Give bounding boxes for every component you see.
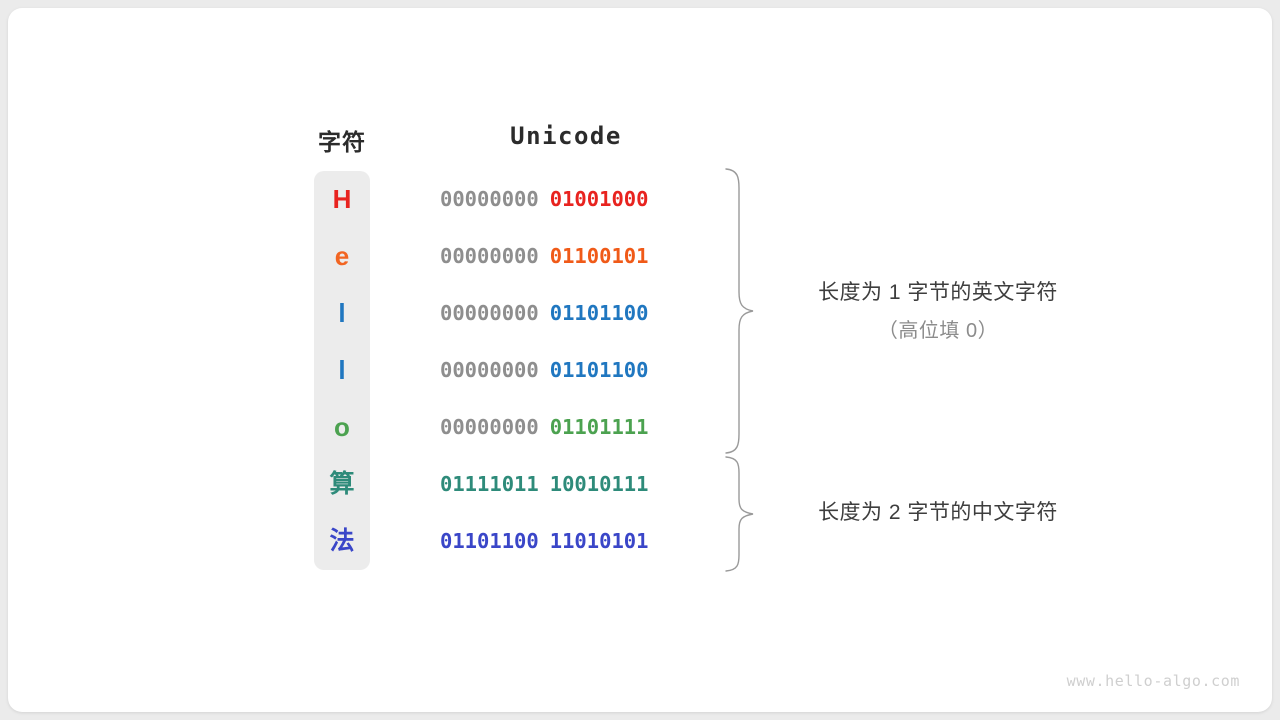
binary-low-byte: 01100101 <box>549 244 649 268</box>
binary-high-byte: 01101100 <box>440 529 539 553</box>
binary-high-byte: 00000000 <box>440 244 539 268</box>
annotation-one-byte-line1: 长度为 1 字节的英文字符 <box>818 281 1058 304</box>
annotation-one-byte: 长度为 1 字节的英文字符 （高位填 0） <box>776 276 1100 343</box>
binary-low-byte: 01001000 <box>549 187 649 211</box>
character-cell: o <box>334 412 350 442</box>
brace-one-byte-group <box>725 168 754 454</box>
column-header-character: 字符 <box>318 129 366 155</box>
binary-low-byte: 01101111 <box>549 415 649 439</box>
brace-two-byte-group <box>725 456 754 572</box>
character-cell: H <box>332 184 352 214</box>
character-cell: l <box>338 355 346 385</box>
binary-high-byte: 01111011 <box>440 472 539 496</box>
column-header-unicode: Unicode <box>510 122 622 150</box>
binary-row: 00000000 01001000 <box>440 171 692 228</box>
binary-high-byte: 00000000 <box>440 358 539 382</box>
binary-row: 00000000 01101100 <box>440 285 692 342</box>
binary-row: 01101100 11010101 <box>440 513 692 570</box>
binary-low-byte: 01101100 <box>549 301 649 325</box>
character-cell: l <box>338 298 346 328</box>
binary-high-byte: 00000000 <box>440 415 539 439</box>
character-cell: 法 <box>329 527 355 555</box>
annotation-one-byte-line2: （高位填 0） <box>877 320 999 342</box>
binary-low-byte: 10010111 <box>549 472 649 496</box>
character-column-pill <box>314 171 370 570</box>
binary-row: 00000000 01101100 <box>440 342 692 399</box>
character-cell: e <box>334 241 350 271</box>
binary-low-byte: 01101100 <box>549 358 649 382</box>
figure-card: 字符 Unicode H e l l o 算 法 00000000 0100100… <box>8 8 1272 712</box>
watermark: www.hello-algo.com <box>1066 672 1240 690</box>
binary-high-byte: 00000000 <box>440 301 539 325</box>
binary-high-byte: 00000000 <box>440 187 539 211</box>
binary-row: 00000000 01101111 <box>440 399 692 456</box>
annotation-two-byte-line1: 长度为 2 字节的中文字符 <box>818 501 1058 524</box>
binary-row: 01111011 10010111 <box>440 456 692 513</box>
annotation-two-byte: 长度为 2 字节的中文字符 <box>776 496 1100 526</box>
binary-row: 00000000 01100101 <box>440 228 692 285</box>
binary-low-byte: 11010101 <box>549 529 649 553</box>
character-cell: 算 <box>329 470 355 498</box>
